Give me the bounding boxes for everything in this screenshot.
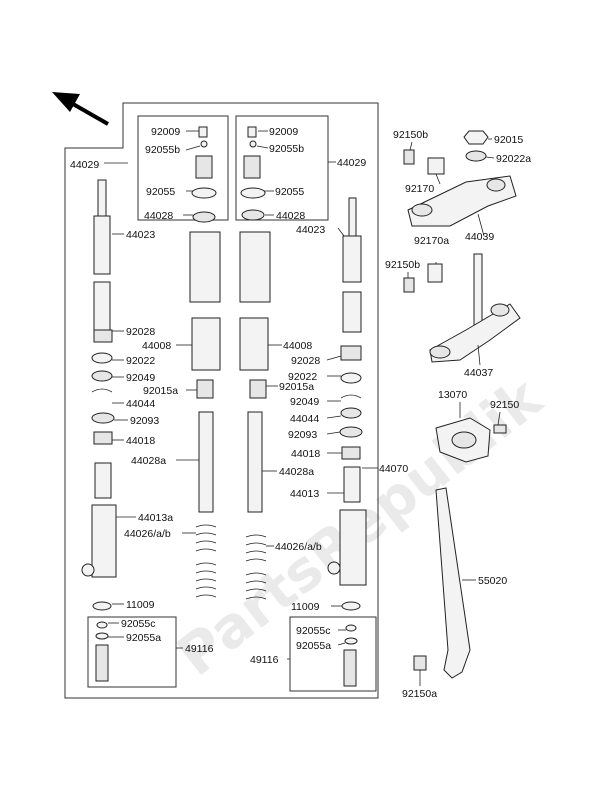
leader-lines: [104, 130, 501, 686]
label-92055: 92055: [146, 186, 175, 198]
label-92150a: 92150a: [402, 688, 437, 700]
label-92150b: 92150b: [393, 129, 428, 141]
label-44023: 44023: [296, 224, 325, 236]
label-44044: 44044: [126, 398, 155, 410]
label-49116: 49116: [185, 643, 214, 655]
label-44028: 44028: [276, 210, 305, 222]
fork-parts-left: [81, 126, 221, 682]
label-44023: 44023: [126, 229, 155, 241]
label-92009: 92009: [151, 126, 180, 138]
label-13070: 13070: [438, 389, 467, 401]
label-55020: 55020: [478, 575, 507, 587]
direction-arrow-icon: [52, 92, 109, 126]
label-44018: 44018: [291, 448, 320, 460]
label-44026-a-b: 44026/a/b: [124, 528, 171, 540]
label-92055b: 92055b: [145, 144, 180, 156]
label-92055a: 92055a: [296, 640, 331, 652]
label-92170: 92170: [405, 183, 434, 195]
label-92093: 92093: [288, 429, 317, 441]
label-44013a: 44013a: [138, 512, 173, 524]
label-44028a: 44028a: [279, 466, 314, 478]
label-44028: 44028: [144, 210, 173, 222]
label-44070: 44070: [379, 463, 408, 475]
label-44029: 44029: [337, 157, 366, 169]
label-44029: 44029: [70, 159, 99, 171]
valve-box-right: [289, 616, 377, 692]
assembly-frame: [64, 102, 379, 699]
label-92055c: 92055c: [121, 618, 155, 630]
label-92015: 92015: [494, 134, 523, 146]
cap-box-left: [137, 115, 229, 221]
label-44037: 44037: [464, 367, 493, 379]
fork-parts-right: [239, 126, 367, 687]
label-92150b: 92150b: [385, 259, 420, 271]
label-92049: 92049: [126, 372, 155, 384]
label-92055c: 92055c: [296, 625, 330, 637]
label-92093: 92093: [130, 415, 159, 427]
label-44013: 44013: [290, 488, 319, 500]
label-92150: 92150: [490, 399, 519, 411]
label-92055a: 92055a: [126, 632, 161, 644]
label-11009: 11009: [291, 601, 320, 613]
label-92022: 92022: [288, 371, 317, 383]
valve-box-left: [87, 616, 177, 688]
steering-parts: [403, 130, 521, 679]
label-92028: 92028: [126, 326, 155, 338]
label-11009: 11009: [126, 599, 155, 611]
label-92015a: 92015a: [143, 385, 178, 397]
label-44008: 44008: [283, 340, 312, 352]
label-49116: 49116: [250, 654, 279, 666]
label-44028a: 44028a: [131, 455, 166, 467]
label-44008: 44008: [142, 340, 171, 352]
label-92022: 92022: [126, 355, 155, 367]
part-labels: 92009 92055b 44029 92055 92009 92055b 44…: [70, 126, 531, 700]
label-92170a: 92170a: [414, 235, 449, 247]
label-44039: 44039: [465, 231, 494, 243]
label-92022a: 92022a: [496, 153, 531, 165]
label-44026-a-b: 44026/a/b: [275, 541, 322, 553]
label-92055: 92055: [275, 186, 304, 198]
label-92015a: 92015a: [279, 381, 314, 393]
label-92049: 92049: [290, 396, 319, 408]
label-92028: 92028: [291, 355, 320, 367]
label-92009: 92009: [269, 126, 298, 138]
label-44018: 44018: [126, 435, 155, 447]
cap-box-right: [235, 115, 329, 221]
label-92055b: 92055b: [269, 143, 304, 155]
label-44044: 44044: [290, 413, 319, 425]
